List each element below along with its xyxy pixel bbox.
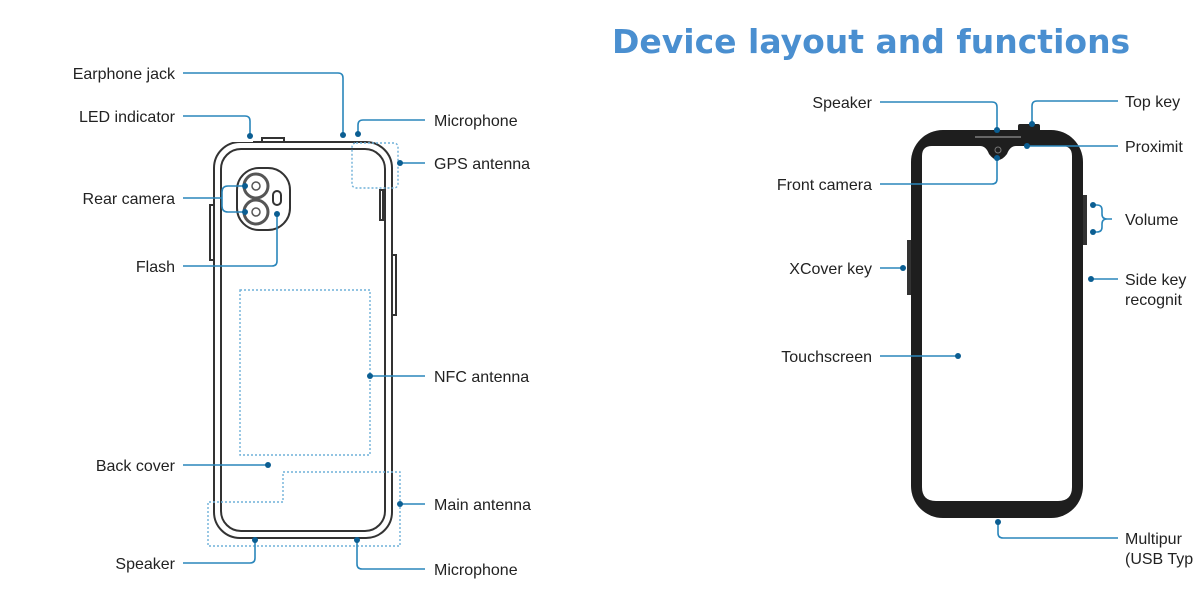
label-touchscreen: Touchscreen [781,349,872,366]
label-volume: Volume [1125,212,1178,229]
rear-phone [183,137,401,547]
label-gps-antenna: GPS antenna [434,156,530,173]
label-top-key: Top key [1125,94,1180,111]
label-side-key-line2: recognit [1125,292,1182,309]
label-proximity: Proximit [1125,139,1183,156]
rear-camera-module [236,167,291,231]
label-microphone-bottom: Microphone [434,562,518,579]
main-antenna-area [207,471,401,547]
label-earphone-jack: Earphone jack [73,66,176,83]
label-back-cover: Back cover [96,458,176,475]
gps-antenna-area [351,142,399,189]
label-main-antenna: Main antenna [434,497,531,514]
nfc-antenna-area [239,289,371,456]
label-xcover-key: XCover key [789,261,872,278]
label-multipurpose-line2: (USB Typ [1125,551,1193,568]
label-rear-camera: Rear camera [83,191,176,208]
front-camera [994,146,1002,154]
label-microphone-top: Microphone [434,113,518,130]
label-led-indicator: LED indicator [79,109,176,126]
label-speaker-front: Speaker [812,95,872,112]
label-multipurpose: Multipur [1125,531,1183,548]
flash [272,190,282,206]
front-phone [907,124,1087,518]
page-title: Device layout and functions [612,22,1130,61]
label-side-key: Side key [1125,272,1186,289]
label-flash: Flash [136,259,175,276]
label-speaker-rear: Speaker [115,556,175,573]
label-front-camera: Front camera [777,177,872,194]
label-nfc-antenna: NFC antenna [434,369,529,386]
